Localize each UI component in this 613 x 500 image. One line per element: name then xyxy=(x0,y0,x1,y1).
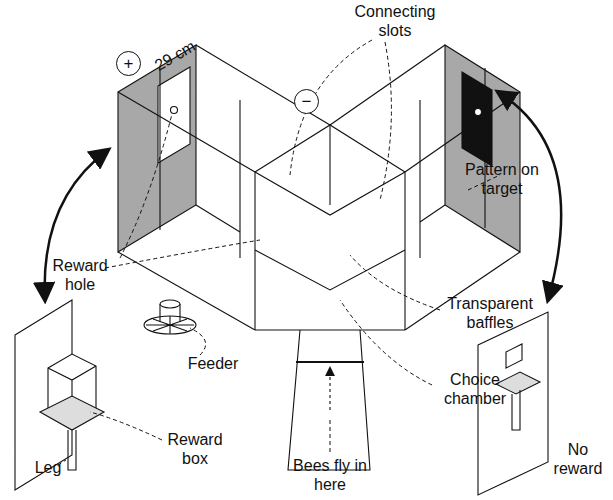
leader-line xyxy=(58,40,500,465)
part-label: Feeder xyxy=(178,354,248,373)
part-label: Transparent baffles xyxy=(440,294,540,332)
part-label: Connecting slots xyxy=(350,2,440,40)
part-label: No reward xyxy=(548,440,608,478)
reward-panel xyxy=(15,300,196,490)
part-label: Reward hole xyxy=(40,256,120,294)
sign-circle: − xyxy=(294,89,319,114)
part-label: Reward box xyxy=(160,430,230,468)
sign-circle: + xyxy=(116,51,141,76)
sign-text: + xyxy=(124,55,134,72)
part-label: Choice chamber xyxy=(430,370,520,408)
part-label: Bees fly in here xyxy=(282,456,378,494)
part-label: Pattern on target xyxy=(462,160,542,198)
maze-outline xyxy=(118,45,520,470)
part-label: Leg xyxy=(28,458,68,477)
sign-text: − xyxy=(302,93,312,110)
